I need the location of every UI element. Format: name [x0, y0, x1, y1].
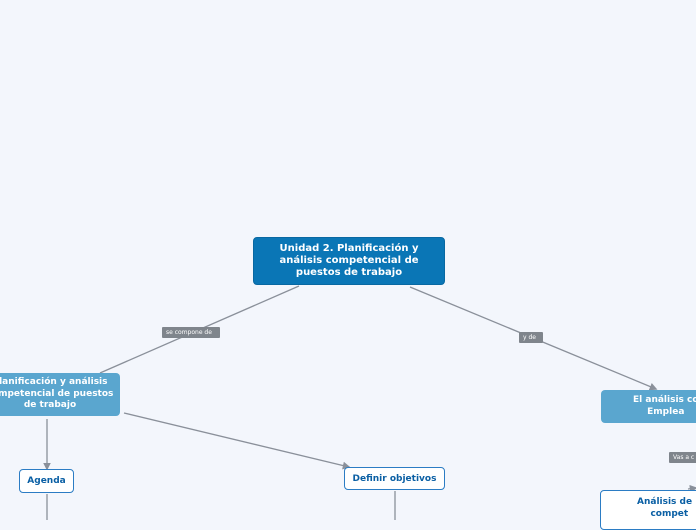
link-label-se-compone-de[interactable]: se compone de	[162, 327, 220, 338]
topic-planificacion-label: Planificación y análisis competencial de…	[0, 377, 114, 411]
root-topic[interactable]: Unidad 2. Planificación y análisis compe…	[253, 237, 445, 285]
connector-planificacion-to-definir	[123, 412, 351, 470]
subtopic-definir-label: Definir objetivos	[352, 473, 437, 484]
subtopic-analisis-puestos[interactable]: Análisis de p compet	[600, 490, 696, 530]
subtopic-puestos-label: Análisis de p compet	[637, 497, 696, 519]
subtopic-definir-objetivos[interactable]: Definir objetivos	[344, 467, 445, 490]
link-label-y-de[interactable]: y de	[519, 332, 543, 343]
subtopic-agenda[interactable]: Agenda	[19, 469, 74, 493]
subtopic-agenda-label: Agenda	[27, 476, 66, 486]
topic-analisis-label: El análisis co Emplea	[633, 395, 696, 417]
topic-planificacion[interactable]: Planificación y análisis competencial de…	[0, 373, 120, 416]
link-label-vas-a[interactable]: Vas a c	[669, 452, 696, 463]
topic-analisis-competencial[interactable]: El análisis co Emplea	[601, 390, 696, 423]
connector-analisis-to-puestos	[687, 484, 696, 493]
root-topic-label: Unidad 2. Planificación y análisis compe…	[279, 243, 419, 278]
